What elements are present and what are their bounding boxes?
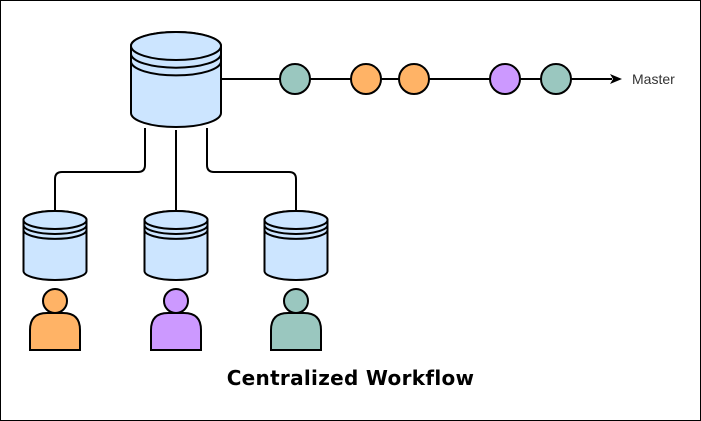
developer-list: [22, 210, 329, 351]
local-repository-icon: [22, 210, 88, 281]
commit-node[interactable]: [489, 63, 521, 95]
developer-3[interactable]: [263, 210, 329, 351]
commit-list: [279, 63, 572, 95]
connector-right: [206, 128, 297, 212]
user-icon: [270, 288, 322, 351]
commit-node[interactable]: [398, 63, 430, 95]
commit-node[interactable]: [540, 63, 572, 95]
local-repository-icon: [143, 210, 209, 281]
commit-node[interactable]: [350, 63, 382, 95]
diagram-title: Centralized Workflow: [226, 366, 475, 390]
branch-arrowhead: [610, 74, 622, 84]
branch-label: Master: [632, 71, 675, 87]
user-icon: [150, 288, 202, 351]
connector-left: [54, 128, 146, 212]
user-icon: [29, 288, 81, 351]
local-repository-icon: [263, 210, 329, 281]
commit-node[interactable]: [279, 63, 311, 95]
central-repository-icon[interactable]: [130, 31, 222, 128]
developer-2[interactable]: [143, 210, 209, 351]
developer-1[interactable]: [22, 210, 88, 351]
